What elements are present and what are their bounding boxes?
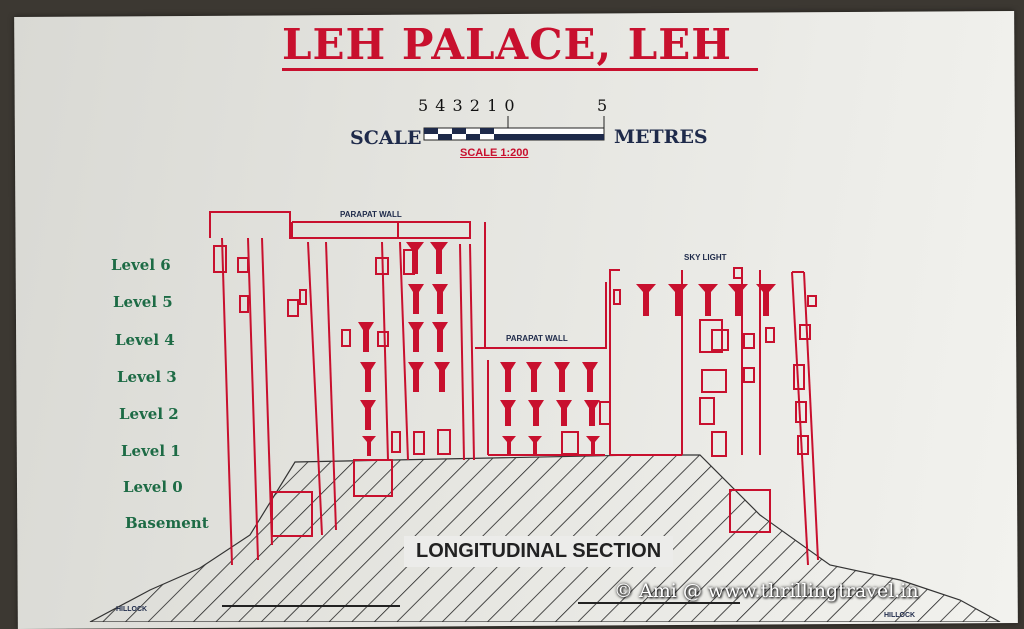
level-label-2: Level 2 [119,405,179,423]
level-label-0: Level 0 [123,478,183,496]
scale-units: METRES [614,126,708,148]
east-wing-outline [609,269,620,455]
scale-ratio: SCALE 1:200 [460,147,529,159]
level-label-6: Level 6 [111,256,171,274]
board-title: LEH PALACE, LEH [282,20,732,69]
level-label-4: Level 4 [115,331,175,349]
roof-outline [209,211,471,239]
scale-tick-label-right: 5 [597,96,608,115]
photo-watermark: © Ami @ www.thrillingtravel.in [614,580,919,602]
hillock-right-label: HILLOCK [884,612,916,619]
parapet-wall-mid-label: PARAPAT WALL [506,334,568,343]
parapet-wall-top-label: PARAPAT WALL [340,210,402,219]
sky-light-label: SKY LIGHT [684,253,727,262]
columns [358,242,776,456]
hillock-left-label: HILLOCK [116,606,148,613]
scale-bar [423,116,605,141]
level-label-1: Level 1 [121,442,181,460]
scale-tick-labels-left: 5 4 3 2 1 0 [418,96,516,115]
section-label: LONGITUDINAL SECTION [404,536,674,567]
hillock-lines [222,602,740,607]
title-underline [282,68,758,71]
level-label-3: Level 3 [117,368,177,386]
west-wall-outer [221,237,233,566]
scale-label: SCALE [350,127,422,149]
level-label-basement: Basement [125,514,209,532]
level-label-5: Level 5 [113,293,173,311]
